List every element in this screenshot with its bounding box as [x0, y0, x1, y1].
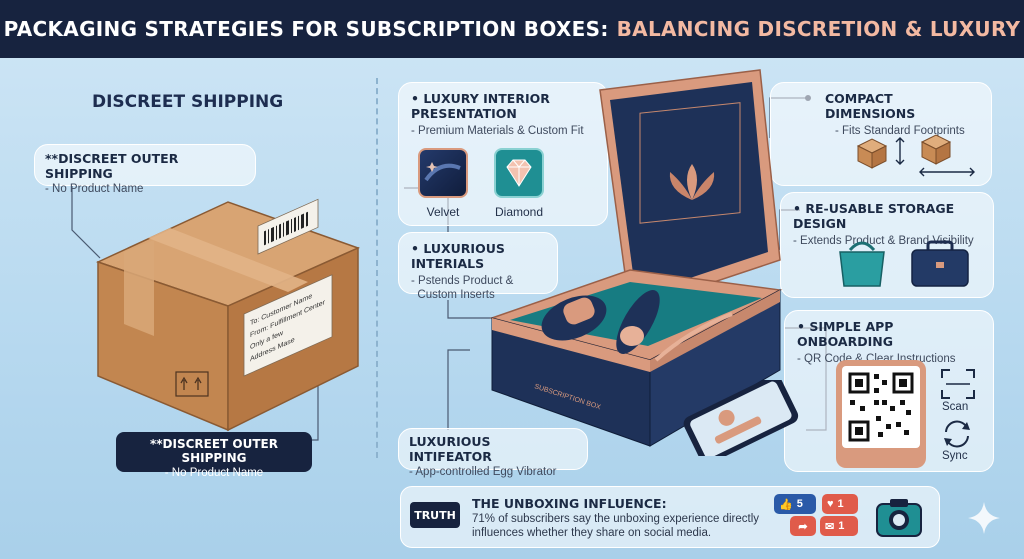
sync-icon — [944, 420, 970, 448]
heart-badge: ♥ 1 — [822, 494, 858, 514]
smartphone-app-icon — [683, 380, 799, 456]
discreet-callout-bottom: **DISCREET OUTER SHIPPING - No Product N… — [116, 432, 312, 479]
sync-label: Sync — [942, 450, 968, 462]
callout-title: **DISCREET OUTER SHIPPING — [45, 151, 179, 181]
comment-badge: ✉ 1 — [820, 516, 858, 536]
feature-title: LUXURIOUS INTIFEATOR — [409, 434, 492, 464]
feature-title: • LUXURIOUS INTERIALS — [411, 241, 505, 271]
bullet-dot-icon: • — [797, 319, 810, 334]
discreet-shipping-heading: DISCREET SHIPPING — [92, 92, 284, 112]
truth-body: 71% of subscribers say the unboxing expe… — [472, 513, 760, 539]
feature-sub: - Pstends Product & Custom Inserts — [411, 275, 514, 301]
title-accent: BALANCING DISCRETION & LUXURY — [616, 17, 1021, 41]
share-badge: ➦ — [790, 516, 816, 536]
callout-sub: - No Product Name — [164, 467, 264, 479]
page-title: PACKAGING STRATEGIES FOR SUBSCRIPTION BO… — [0, 0, 1024, 58]
scan-icon — [941, 369, 975, 399]
intifeator-panel: LUXURIOUS INTIFEATOR - App-controlled Eg… — [398, 428, 588, 478]
handling-symbols-icon — [175, 371, 209, 397]
feature-title: • RE-USABLE STORAGE DESIGN — [793, 201, 955, 231]
title-main: PACKAGING STRATEGIES FOR SUBSCRIPTION BO… — [3, 17, 609, 41]
callout-title: **DISCREET OUTER SHIPPING — [150, 437, 278, 465]
luxurious-interials-panel: • LUXURIOUS INTERIALS - Pstends Product … — [398, 232, 558, 301]
qr-code-icon — [842, 366, 920, 448]
comment-icon: ✉ — [825, 520, 835, 533]
compact-box-icon — [856, 134, 975, 177]
thumbs-up-icon: 👍 — [779, 498, 793, 511]
like-badge: 👍 5 — [774, 494, 816, 514]
truth-heading: THE UNBOXING INFLUENCE: — [472, 496, 667, 511]
lotus-logo-icon — [669, 164, 715, 200]
bullet-dot-icon: • — [411, 91, 424, 106]
subscription-box-illustration: SUBSCRIPTION BOX — [489, 69, 783, 447]
heart-icon: ♥ — [827, 498, 834, 510]
discreet-callout-top: **DISCREET OUTER SHIPPING - No Product N… — [34, 144, 256, 195]
camera-icon — [876, 499, 922, 537]
velvet-label: Velvet — [426, 205, 460, 219]
like-count: 5 — [796, 498, 803, 510]
scan-label: Scan — [942, 401, 969, 413]
cardboard-box-illustration: To: Customer Name From: Fulfillment Cent… — [95, 198, 361, 432]
truth-badge: TRUTH — [410, 502, 460, 528]
share-icon: ➦ — [798, 520, 808, 533]
callout-sub: - No Product Name — [45, 183, 144, 195]
feature-sub: - Premium Materials & Custom Fit — [411, 125, 584, 137]
feature-sub: - App-controlled Egg Vibrator — [409, 466, 557, 478]
sparkle-icon — [968, 502, 1000, 534]
diamond-icon — [494, 148, 544, 198]
barcode-icon — [257, 198, 319, 255]
velvet-swatch-icon — [418, 148, 468, 198]
feature-title: • LUXURY INTERIOR PRESENTATION — [411, 91, 550, 121]
storage-bag-icons — [839, 240, 969, 287]
feature-sub: - Fits Standard Footprints — [835, 125, 965, 137]
qr-phone-illustration — [836, 360, 926, 468]
compact-dimensions-panel: COMPACT DIMENSIONS - Fits Standard Footp… — [770, 82, 992, 186]
feature-title: COMPACT DIMENSIONS — [825, 91, 916, 121]
section-divider — [376, 78, 378, 458]
feature-title: • SIMPLE APP ONBOARDING — [797, 319, 894, 349]
diamond-label: Diamond — [494, 205, 544, 219]
bullet-dot-icon: • — [411, 241, 424, 256]
heart-count: 1 — [837, 498, 844, 510]
comment-count: 1 — [838, 520, 845, 532]
bullet-dot-icon: • — [793, 201, 806, 216]
